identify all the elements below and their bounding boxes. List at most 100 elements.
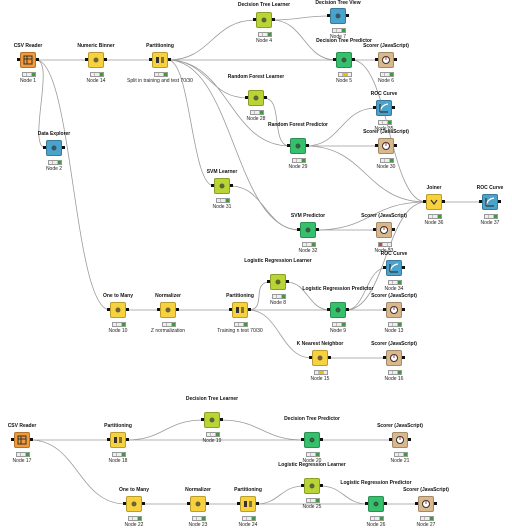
node-label[interactable]: Node 32 xyxy=(298,248,318,254)
input-port[interactable] xyxy=(333,58,336,61)
output-port[interactable] xyxy=(36,58,39,61)
output-port[interactable] xyxy=(248,308,251,311)
node-n2[interactable] xyxy=(43,140,65,165)
node-n6[interactable] xyxy=(375,52,397,77)
node-n37[interactable] xyxy=(479,194,501,219)
node-label[interactable]: Node 13 xyxy=(384,328,404,334)
input-port[interactable] xyxy=(157,308,160,311)
output-port[interactable] xyxy=(230,184,233,187)
input-port[interactable] xyxy=(373,106,376,109)
output-port[interactable] xyxy=(220,418,223,421)
node-label[interactable]: Node 8 xyxy=(269,300,287,306)
node-label[interactable]: Node 28 xyxy=(246,116,266,122)
input-port[interactable] xyxy=(375,144,378,147)
output-port[interactable] xyxy=(316,228,319,231)
node-n33[interactable] xyxy=(373,222,395,247)
node-title[interactable]: Scorer (JavaScript) xyxy=(363,129,409,135)
input-port[interactable] xyxy=(383,266,386,269)
node-title[interactable]: Scorer (JavaScript) xyxy=(371,293,417,299)
node-label[interactable]: Node 7 xyxy=(329,34,347,40)
input-port[interactable] xyxy=(327,308,330,311)
input-port[interactable] xyxy=(309,356,312,359)
output-port[interactable] xyxy=(62,146,65,149)
node-n31[interactable] xyxy=(211,178,233,203)
output-port[interactable] xyxy=(394,144,397,147)
connection-n25-n26[interactable] xyxy=(319,485,369,505)
connection-n17-n22[interactable] xyxy=(29,439,127,505)
node-title[interactable]: Partitioning xyxy=(146,43,174,49)
node-n7[interactable] xyxy=(327,8,349,33)
node-title[interactable]: Logistic Regression Learner xyxy=(244,258,312,264)
node-title[interactable]: SVM Learner xyxy=(206,169,238,175)
node-title[interactable]: Scorer (JavaScript) xyxy=(377,423,423,429)
node-n23[interactable] xyxy=(187,496,209,521)
node-title[interactable]: Random Forest Learner xyxy=(227,74,285,80)
node-title[interactable]: CSV Reader xyxy=(13,43,43,49)
input-port[interactable] xyxy=(211,184,214,187)
node-title[interactable]: ROC Curve xyxy=(380,251,408,257)
node-title[interactable]: Decision Tree Predictor xyxy=(284,416,340,422)
node-label[interactable]: Node 18 xyxy=(108,458,128,464)
node-title[interactable]: K Nearest Neighbor xyxy=(296,341,344,347)
node-title[interactable]: SVM Predictor xyxy=(290,213,326,219)
node-title[interactable]: Partitioning xyxy=(226,293,254,299)
node-title[interactable]: Logistic Regression Predictor xyxy=(302,286,374,292)
output-port[interactable] xyxy=(168,58,171,61)
input-port[interactable] xyxy=(107,438,110,441)
node-title[interactable]: Partitioning xyxy=(104,423,132,429)
node-n5[interactable] xyxy=(333,52,355,77)
input-port[interactable] xyxy=(389,438,392,441)
node-n24[interactable] xyxy=(237,496,259,521)
input-port[interactable] xyxy=(287,144,290,147)
input-port[interactable] xyxy=(301,438,304,441)
output-port[interactable] xyxy=(126,308,129,311)
output-port[interactable] xyxy=(498,200,501,203)
input-port[interactable] xyxy=(11,438,14,441)
input-port[interactable] xyxy=(383,356,386,359)
input-port[interactable] xyxy=(375,58,378,61)
output-port[interactable] xyxy=(104,58,107,61)
node-n35[interactable] xyxy=(373,100,395,125)
node-n8[interactable] xyxy=(267,274,289,299)
node-title[interactable]: One to Many xyxy=(102,293,133,299)
node-label[interactable]: Node 16 xyxy=(384,376,404,382)
input-port[interactable] xyxy=(43,146,46,149)
node-n21[interactable] xyxy=(389,432,411,457)
input-port[interactable] xyxy=(297,228,300,231)
output-port[interactable] xyxy=(392,228,395,231)
node-title[interactable]: Logistic Regression Predictor xyxy=(340,480,412,486)
node-label[interactable]: Node 31 xyxy=(212,204,232,210)
node-n32[interactable] xyxy=(297,222,319,247)
output-port[interactable] xyxy=(264,96,267,99)
node-label[interactable]: Node 14 xyxy=(86,78,106,84)
output-port[interactable] xyxy=(328,356,331,359)
input-port[interactable] xyxy=(229,308,232,311)
node-label[interactable]: Node 36 xyxy=(424,220,444,226)
node-label[interactable]: Node 37 xyxy=(480,220,500,226)
node-label[interactable]: Node 4 xyxy=(255,38,273,44)
node-n16[interactable] xyxy=(383,350,405,375)
node-n14[interactable] xyxy=(85,52,107,77)
input-port[interactable] xyxy=(301,484,304,487)
node-label[interactable]: Node 6 xyxy=(377,78,395,84)
output-port[interactable] xyxy=(320,438,323,441)
input-port[interactable] xyxy=(123,502,126,505)
node-n4[interactable] xyxy=(253,12,275,37)
node-label[interactable]: Node 1 xyxy=(19,78,37,84)
node-title[interactable]: Scorer (JavaScript) xyxy=(361,213,407,219)
input-port[interactable] xyxy=(253,18,256,21)
input-port[interactable] xyxy=(237,502,240,505)
node-np2[interactable] xyxy=(229,302,251,327)
node-label[interactable]: Node 30 xyxy=(376,164,396,170)
node-n20[interactable] xyxy=(301,432,323,457)
node-title[interactable]: Normalizer xyxy=(185,487,211,493)
node-np1[interactable] xyxy=(149,52,171,77)
node-title[interactable]: Scorer (JavaScript) xyxy=(403,487,449,493)
node-label[interactable]: Node 33 xyxy=(374,248,394,254)
node-label[interactable]: Node 34 xyxy=(384,286,404,292)
node-title[interactable]: Decision Tree View xyxy=(315,0,361,6)
output-port[interactable] xyxy=(272,18,275,21)
node-title[interactable]: Decision Tree Learner xyxy=(185,396,239,402)
node-title[interactable]: Decision Tree Learner xyxy=(237,2,291,8)
